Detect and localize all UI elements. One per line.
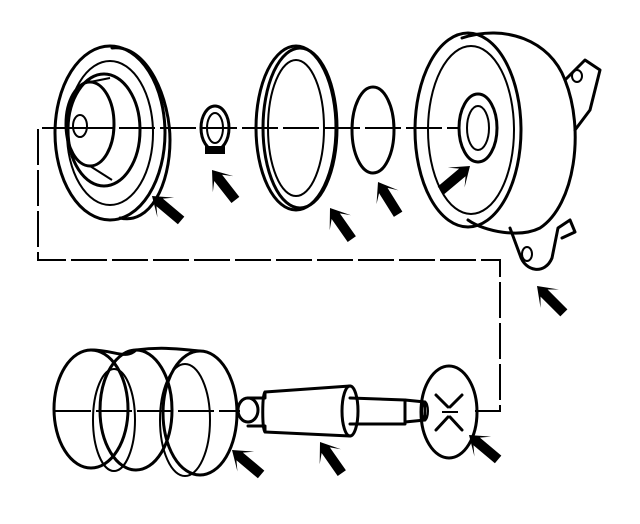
arrow-retaining-ring: [201, 161, 246, 208]
slotted-disc: [419, 364, 479, 460]
stepped-pulley-piston: [53, 44, 172, 222]
callout-arrows: [143, 156, 574, 485]
shaft: [236, 384, 429, 438]
arrow-housing-bore: [432, 156, 479, 201]
arrow-o-ring: [366, 175, 410, 222]
o-ring: [350, 85, 396, 175]
small-retaining-ring: [199, 104, 231, 154]
arrow-shaft: [309, 434, 353, 481]
large-seal-ring: [254, 44, 339, 212]
mounting-ear: [508, 218, 577, 271]
arrow-seal-ring: [319, 200, 363, 247]
housing: [413, 31, 602, 235]
coil-spring-pack: [52, 346, 239, 477]
arrow-mounting-ear: [527, 276, 574, 323]
